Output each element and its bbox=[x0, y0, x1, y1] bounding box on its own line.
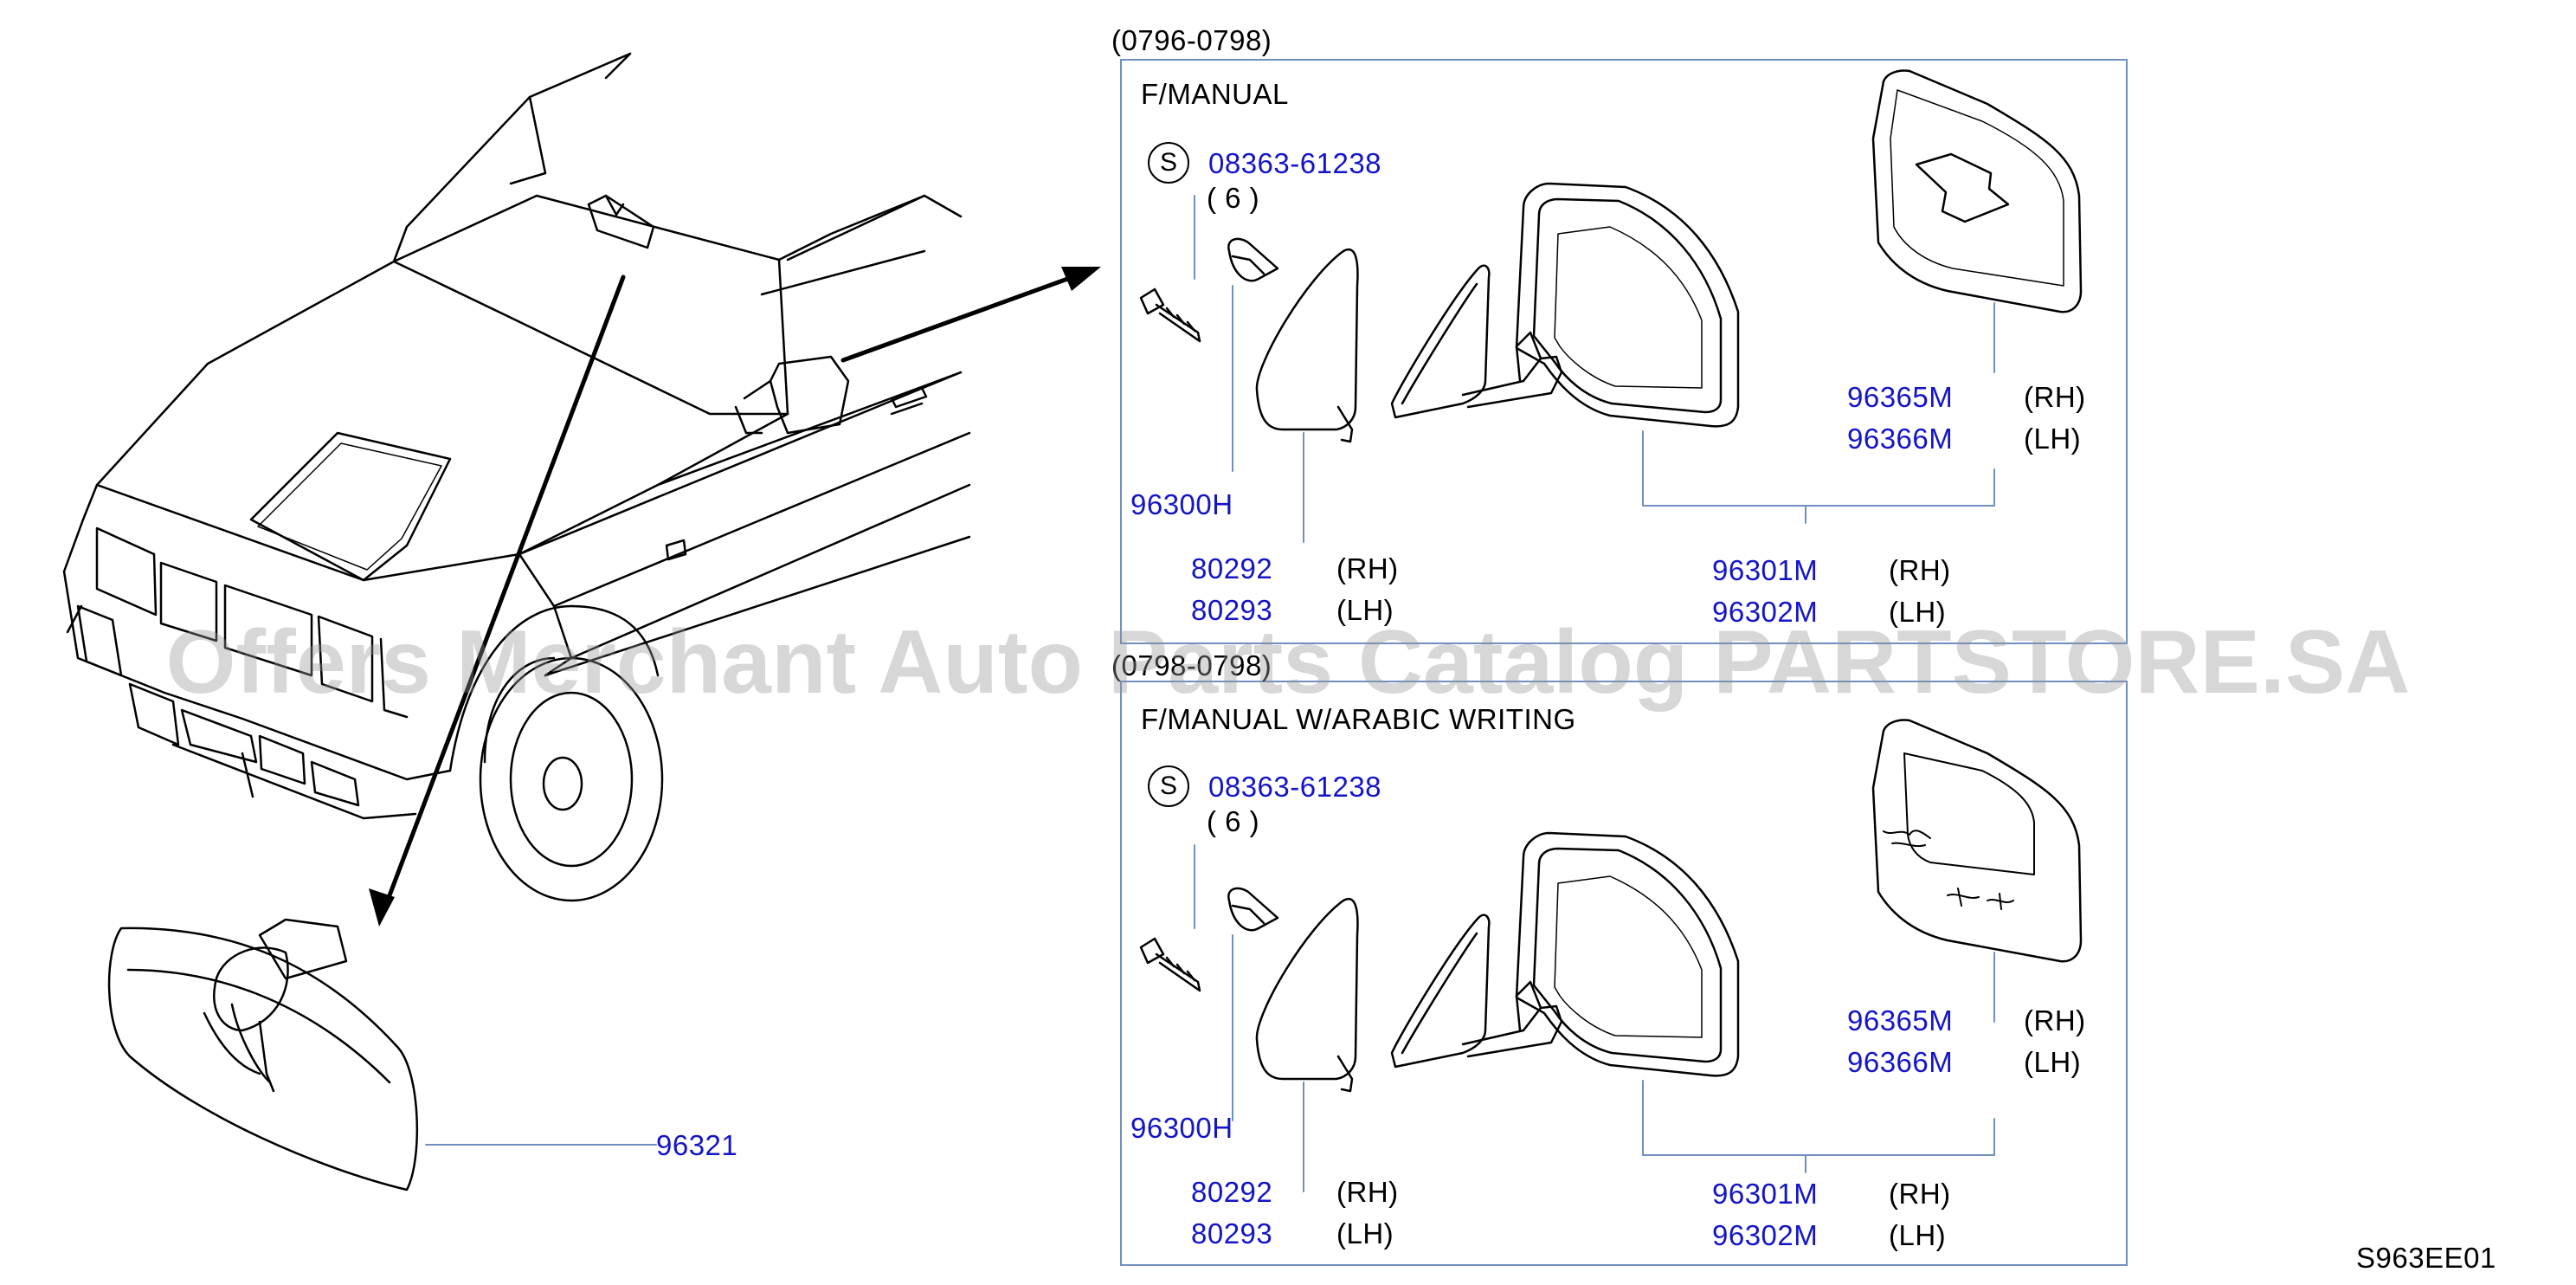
screw-standard-icon: S bbox=[1148, 142, 1189, 184]
part-number-base[interactable]: 96300H bbox=[1130, 488, 1233, 520]
part-number-mirror-assy-lh[interactable]: 96302M bbox=[1712, 596, 1819, 628]
arrowhead-door-mirror bbox=[1061, 267, 1101, 291]
part-number-glass-lh[interactable]: 96366M bbox=[1847, 423, 1954, 455]
truck-illustration bbox=[62, 52, 971, 902]
part-number-cover-lh[interactable]: 80293 bbox=[1191, 1217, 1273, 1249]
part-number-mirror-assy-rh[interactable]: 96301M bbox=[1712, 554, 1819, 586]
screw-standard-icon: S bbox=[1148, 765, 1189, 807]
panel-1-date-range: (0796-0798) bbox=[1111, 24, 1272, 56]
side-label: (RH) bbox=[1889, 1178, 1951, 1210]
part-number-glass-lh[interactable]: 96366M bbox=[1847, 1046, 1954, 1078]
side-label: (LH) bbox=[2024, 423, 2082, 455]
screw-quantity: ( 6 ) bbox=[1207, 805, 1260, 837]
side-label: (RH) bbox=[1889, 554, 1951, 586]
side-label: (RH) bbox=[2024, 381, 2086, 413]
part-number-glass-rh[interactable]: 96365M bbox=[1847, 381, 1954, 413]
side-label: (RH) bbox=[1336, 552, 1399, 584]
part-number-inside-mirror[interactable]: 96321 bbox=[656, 1129, 738, 1161]
side-label: (LH) bbox=[1889, 596, 1947, 628]
panel-2-date-range: (0798-0798) bbox=[1111, 649, 1272, 681]
part-number-mirror-assy-rh[interactable]: 96301M bbox=[1712, 1178, 1819, 1210]
side-label: (LH) bbox=[1889, 1219, 1947, 1251]
door-mirror-parts-drawing-2 bbox=[1139, 719, 2083, 1192]
panel-frame-2 bbox=[1120, 681, 2128, 1266]
side-label: (LH) bbox=[1336, 594, 1394, 626]
side-label: (RH) bbox=[1336, 1176, 1399, 1208]
part-number-cover-rh[interactable]: 80292 bbox=[1191, 552, 1273, 584]
side-label: (LH) bbox=[1336, 1217, 1394, 1249]
screw-quantity: ( 6 ) bbox=[1207, 182, 1260, 214]
part-number-cover-lh[interactable]: 80293 bbox=[1191, 594, 1273, 626]
part-number-mirror-assy-lh[interactable]: 96302M bbox=[1712, 1219, 1819, 1251]
panel-frame-1 bbox=[1120, 59, 2128, 644]
panel-1-title: F/MANUAL bbox=[1141, 78, 1289, 110]
part-number-screw[interactable]: 08363-61238 bbox=[1208, 147, 1382, 179]
part-number-base[interactable]: 96300H bbox=[1130, 1112, 1233, 1144]
door-mirror-parts-drawing-1 bbox=[1139, 69, 2083, 543]
inside-mirror-drawing bbox=[107, 918, 419, 1191]
side-label: (RH) bbox=[2024, 1004, 2086, 1036]
panel-2-title: F/MANUAL W/ARABIC WRITING bbox=[1141, 703, 1576, 735]
diagram-code: S963EE01 bbox=[2356, 1242, 2496, 1274]
part-number-cover-rh[interactable]: 80292 bbox=[1191, 1176, 1273, 1208]
arrowhead-inside-mirror bbox=[369, 888, 395, 927]
side-label: (LH) bbox=[2024, 1046, 2082, 1078]
part-number-glass-rh[interactable]: 96365M bbox=[1847, 1004, 1954, 1036]
pointer-arrows bbox=[382, 271, 1085, 912]
part-number-screw[interactable]: 08363-61238 bbox=[1208, 771, 1382, 803]
